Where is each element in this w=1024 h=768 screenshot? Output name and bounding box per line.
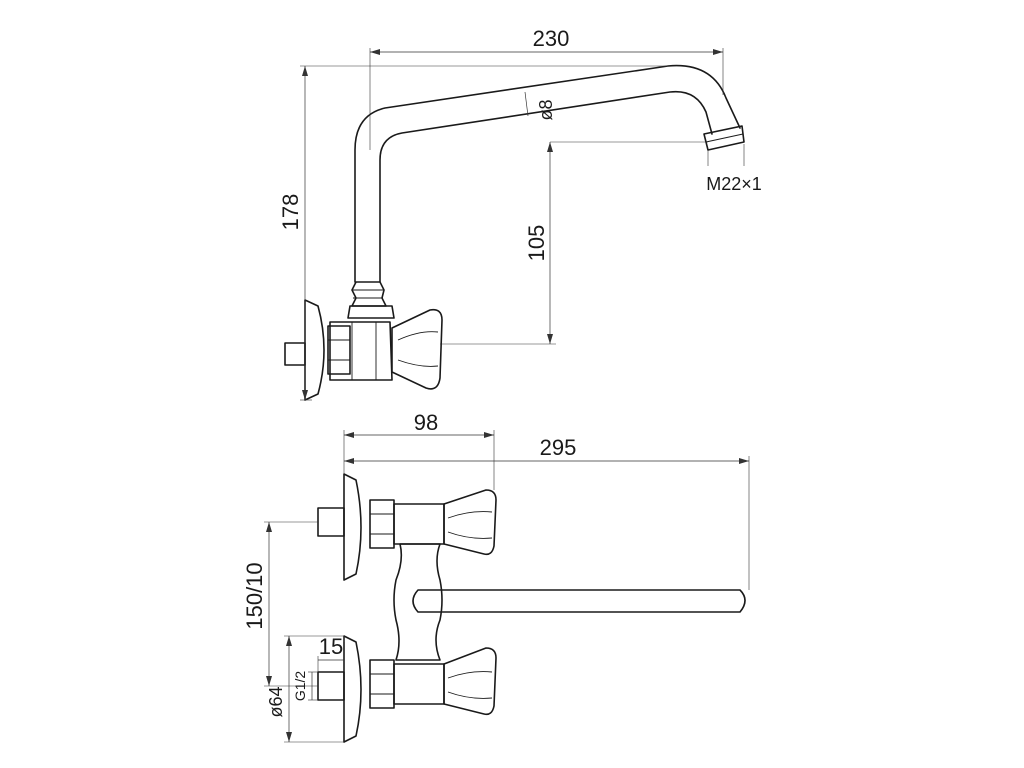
dim-inlet-length: 15: [319, 634, 343, 659]
top-view-dimensions: 230 ø8 M22×1 178 105: [278, 26, 762, 401]
wall-hex-nut: [327, 325, 351, 375]
lower-wall-flange: [343, 635, 362, 743]
upper-inlet-stub: [317, 507, 345, 537]
lower-hex-nut: [369, 659, 395, 709]
dim-thread: G1/2: [292, 671, 308, 702]
dim-spout-diameter: ø8: [536, 99, 556, 120]
spout-collar: [351, 281, 387, 307]
upper-hex-nut: [369, 499, 395, 549]
top-nut: [347, 305, 395, 319]
dim-outlet-height: 105: [524, 225, 549, 262]
dim-spout-length: 230: [533, 26, 570, 51]
dim-reach: 295: [540, 435, 577, 460]
upper-valve-body: [393, 503, 445, 545]
spout-inner-outline: [379, 90, 713, 283]
bottom-view: [317, 473, 746, 743]
wall-flange: [304, 299, 325, 401]
bottom-view-dimensions: 98 295 150/10 15 G1/2 ø64: [242, 410, 750, 743]
dim-total-height: 178: [278, 194, 303, 231]
top-view: [284, 64, 745, 401]
spout-aerator: [703, 125, 745, 151]
inlet-stub: [284, 342, 306, 366]
mixer-column: [393, 543, 443, 661]
upper-handle: [443, 489, 497, 556]
dim-depth: 98: [414, 410, 438, 435]
lower-handle: [443, 647, 497, 716]
dim-spout-thread: M22×1: [706, 174, 762, 194]
valve-body: [329, 321, 393, 381]
upper-wall-flange: [343, 473, 362, 581]
lower-valve-body: [393, 663, 445, 705]
dim-flange-diameter: ø64: [266, 686, 286, 717]
lower-inlet-stub: [317, 671, 345, 701]
horizontal-spout: [412, 589, 746, 613]
valve-handle: [391, 308, 443, 390]
dim-spacing: 150/10: [242, 562, 267, 629]
